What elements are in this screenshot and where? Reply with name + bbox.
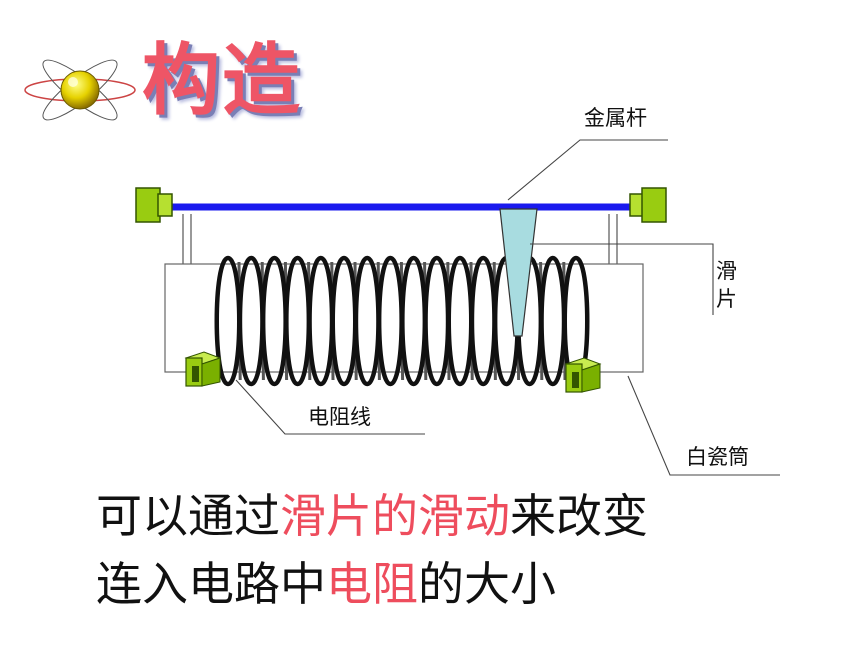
coil-turn — [307, 255, 335, 387]
coil-terminal-right — [564, 357, 602, 393]
caption-line-2: 连入电路中电阻的大小 — [96, 557, 556, 611]
coil-turn — [469, 255, 497, 387]
label-metal-rod: 金属杆 — [584, 106, 647, 130]
rheostat-diagram: 金属杆 滑 片 电阻线 白瓷筒 — [135, 106, 780, 476]
coil-turn — [353, 255, 381, 387]
leader-lines — [235, 139, 780, 476]
coil-turn — [214, 255, 242, 387]
resistance-coil — [214, 255, 590, 387]
caption-line-1: 可以通过滑片的滑动来改变 — [96, 489, 648, 543]
coil-turn — [446, 255, 474, 387]
atom-icon — [24, 59, 136, 121]
coil-turn — [260, 255, 288, 387]
label-resistance-wire: 电阻线 — [308, 405, 371, 429]
coil-turn — [423, 255, 451, 387]
coil-turn — [376, 255, 404, 387]
coil-turn — [237, 255, 265, 387]
coil-turn — [562, 255, 590, 387]
coil-turn — [539, 255, 567, 387]
rod-terminal-left — [135, 187, 173, 223]
coil-turn — [284, 255, 312, 387]
support-posts — [182, 214, 618, 264]
label-slider-1: 滑 — [716, 259, 737, 283]
coil-turn — [330, 255, 358, 387]
slider — [499, 208, 538, 337]
coil-turn — [400, 255, 428, 387]
label-slider-2: 片 — [716, 287, 737, 311]
coil-terminal-left — [184, 351, 222, 387]
page-title: 构造 — [142, 35, 303, 126]
label-porcelain-tube: 白瓷筒 — [686, 445, 749, 469]
rod-terminal-right — [629, 187, 667, 223]
